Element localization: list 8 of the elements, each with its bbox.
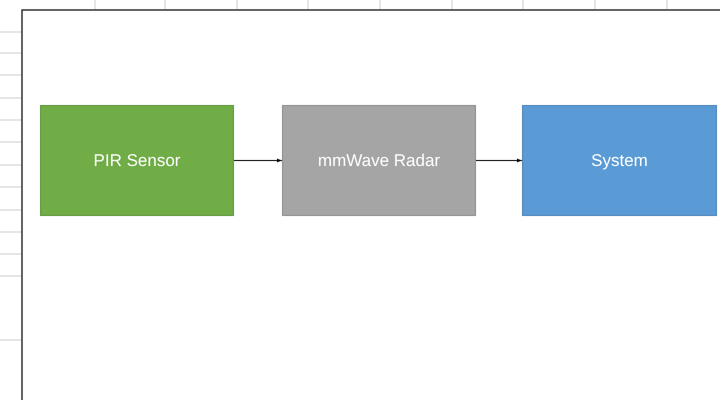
box-label: PIR Sensor: [94, 150, 180, 170]
box-label: mmWave Radar: [318, 150, 440, 170]
arrow: [234, 158, 282, 162]
process-box: [40, 105, 234, 216]
process-box: [282, 105, 476, 216]
box-label: System: [591, 150, 648, 170]
arrow: [476, 158, 522, 162]
process-box: [522, 105, 717, 216]
